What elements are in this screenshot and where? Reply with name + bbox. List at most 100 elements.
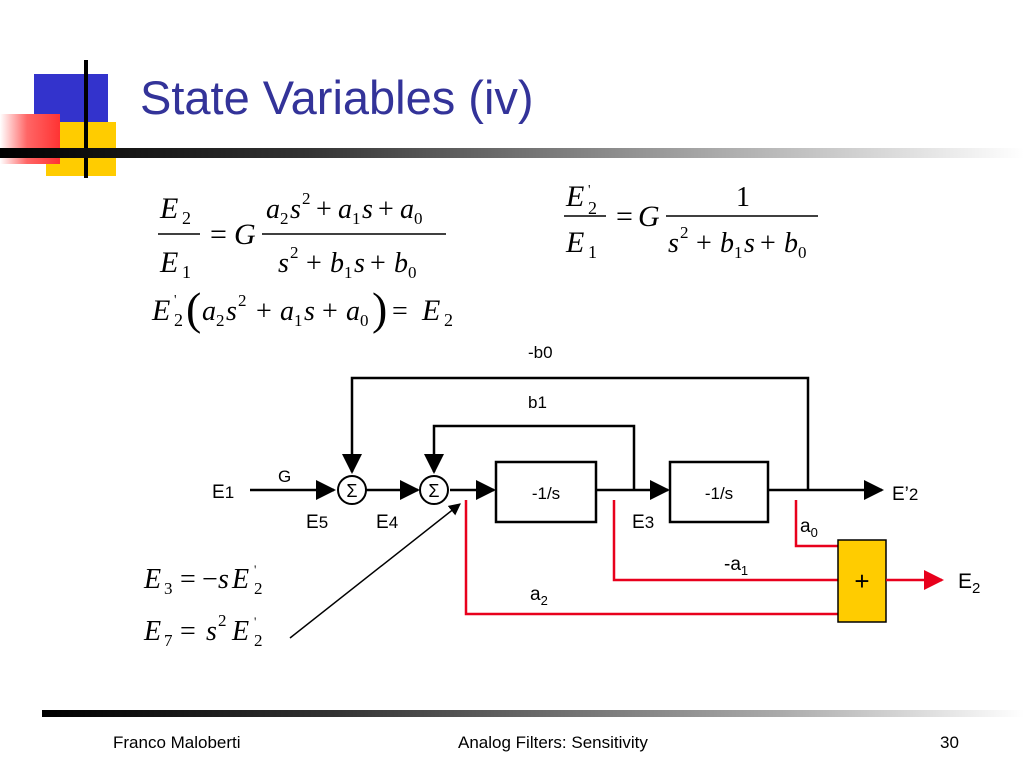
svg-text:a: a [266,194,280,225]
label-e1: E1 [212,482,234,503]
svg-text:1: 1 [736,182,750,213]
svg-text:+: + [378,194,394,225]
integrator-1-label: -1/s [532,484,560,503]
svg-text:2: 2 [218,611,227,630]
wire-feedback-b1 [424,424,636,490]
svg-text:': ' [588,183,591,198]
svg-text:b: b [330,248,344,279]
label-a2: a2 [530,584,548,608]
svg-text:E: E [159,192,178,225]
svg-text:s: s [362,194,373,225]
svg-text:1: 1 [734,243,743,262]
footer-rule [42,710,1024,717]
svg-text:1: 1 [588,242,597,262]
integrator-2-label: -1/s [705,484,733,503]
svg-text:0: 0 [414,209,423,228]
integrator-1-box [494,460,598,524]
svg-text:s: s [668,228,679,259]
summing-junction-2 [419,475,449,505]
svg-text:+: + [316,194,332,225]
svg-text:G: G [638,200,660,233]
svg-text:E: E [151,294,170,327]
footer-author: Franco Maloberti [113,733,241,752]
label-a0: a0 [800,516,818,540]
output-adder-symbol: + [854,566,869,596]
slide-title: State Variables (iv) [140,71,534,124]
svg-text:+: + [256,296,272,327]
svg-text:2: 2 [182,208,191,228]
label-b0: -b0 [528,343,553,362]
svg-text:(: ( [186,284,201,334]
label-e2-output: E2 [958,570,980,597]
svg-text:a: a [280,296,294,327]
summing-junction-1-symbol: Σ [346,481,357,501]
svg-text:': ' [254,614,256,629]
title-underline [0,148,1024,158]
svg-text:E: E [143,616,161,647]
svg-text:': ' [254,562,256,577]
label-e5: E5 [306,512,328,533]
svg-text:s: s [278,248,289,279]
svg-text:+: + [760,228,776,259]
label-g: G [278,467,291,486]
svg-text:0: 0 [360,311,369,330]
svg-text:3: 3 [164,579,173,598]
svg-text:2: 2 [216,311,225,330]
svg-text:=: = [180,564,196,595]
svg-text:−: − [202,564,218,595]
svg-text:0: 0 [798,243,807,262]
wire-feedforward-a2 [464,500,838,616]
svg-text:2: 2 [280,209,289,228]
output-adder-box [837,539,887,623]
summing-junction-2-symbol: Σ [428,481,439,501]
footer-page-number: 30 [940,733,959,752]
svg-text:2: 2 [680,223,689,242]
wire-feedback-b0 [342,376,810,490]
svg-text:E: E [231,564,249,595]
svg-text:1: 1 [352,209,361,228]
svg-text:s: s [226,296,237,327]
svg-text:b: b [720,228,734,259]
svg-text:2: 2 [254,579,263,598]
wire-feedforward-a0 [794,500,838,548]
svg-text:): ) [372,284,387,334]
svg-text:E: E [231,616,249,647]
svg-text:2: 2 [238,291,247,310]
svg-text:+: + [322,296,338,327]
integrator-2-box [668,460,770,524]
svg-text:b: b [394,248,408,279]
svg-text:=: = [616,200,633,233]
svg-text:a: a [338,194,352,225]
label-e4: E4 [376,512,398,533]
logo-vertical-line [84,60,88,178]
svg-text:s: s [206,616,217,647]
svg-text:0: 0 [408,263,417,280]
label-a1: -a1 [724,554,748,578]
svg-text:s: s [304,296,315,327]
svg-text:': ' [174,293,177,308]
svg-text:2: 2 [290,243,299,262]
svg-text:2: 2 [254,631,263,650]
svg-text:a: a [400,194,414,225]
footer-course: Analog Filters: Sensitivity [458,733,648,752]
svg-text:2: 2 [302,189,311,208]
svg-text:+: + [370,248,386,279]
svg-text:a: a [202,296,216,327]
svg-text:E: E [143,564,161,595]
svg-text:b: b [784,228,798,259]
svg-text:1: 1 [294,311,303,330]
svg-text:=: = [392,296,408,327]
label-b1: b1 [528,393,547,412]
summing-junction-1 [337,475,367,505]
svg-text:=: = [180,616,196,647]
svg-text:1: 1 [182,262,191,280]
svg-text:2: 2 [174,310,183,330]
wire-feedforward-a1 [612,500,838,582]
svg-text:s: s [354,248,365,279]
svg-text:E: E [421,294,440,327]
svg-text:G: G [234,218,256,251]
svg-text:+: + [696,228,712,259]
